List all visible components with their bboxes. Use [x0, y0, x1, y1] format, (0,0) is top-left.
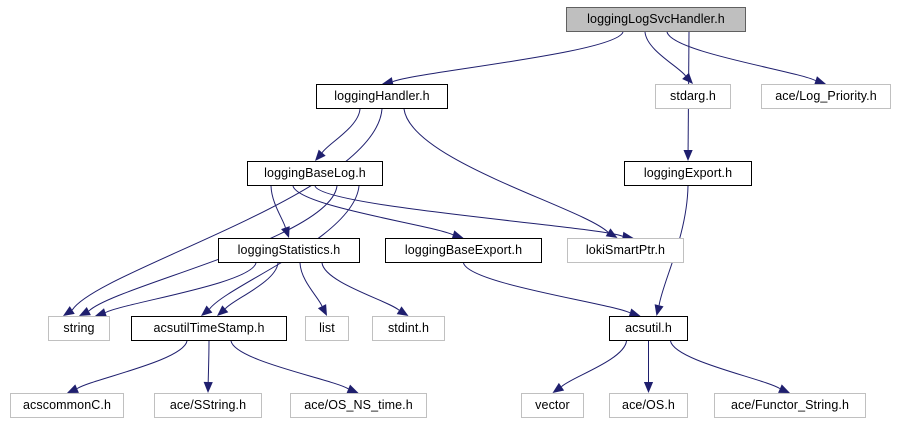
graph-node-label: loggingExport.h — [643, 166, 733, 181]
graph-node-stdarg[interactable]: stdarg.h — [655, 84, 731, 109]
graph-edge-arrowhead — [605, 228, 618, 238]
graph-node-label: loggingStatistics.h — [237, 243, 341, 258]
graph-edge-acsutil-to-aceFunctorString — [670, 340, 781, 390]
graph-edge-acsutil-to-vector — [561, 340, 627, 388]
graph-node-vector[interactable]: vector — [521, 393, 584, 418]
graph-edge-arrowhead — [643, 382, 654, 393]
graph-edge-loggingHandler-to-lokiSmartPtr — [403, 108, 609, 233]
graph-node-loggingLogSvcHandler[interactable]: loggingLogSvcHandler.h — [566, 7, 746, 32]
graph-edge-loggingBaseLog-to-lokiSmartPtr — [314, 185, 623, 237]
graph-edge-loggingBaseLog-to-loggingBaseExport — [292, 185, 454, 236]
graph-node-label: acsutil.h — [625, 321, 672, 336]
graph-edge-arrowhead — [203, 381, 213, 393]
graph-node-aceOSNStime[interactable]: ace/OS_NS_time.h — [290, 393, 427, 418]
graph-edge-arrowhead — [281, 226, 290, 238]
graph-edge-loggingStatistics-to-acsutilTimeStamp — [224, 262, 279, 310]
graph-edge-loggingBaseExport-to-acsutil — [463, 262, 631, 314]
graph-node-label: loggingBaseExport.h — [404, 243, 523, 258]
graph-node-label: ace/OS.h — [622, 398, 675, 413]
graph-edge-arrowhead — [346, 384, 359, 394]
graph-node-label: loggingLogSvcHandler.h — [587, 12, 725, 27]
graph-node-loggingStatistics[interactable]: loggingStatistics.h — [218, 238, 360, 263]
graph-edge-arrowhead — [683, 149, 693, 161]
graph-node-label: lokiSmartPtr.h — [585, 243, 666, 258]
graph-edge-loggingBaseLog-to-loggingStatistics — [270, 185, 286, 228]
graph-edge-arrowhead — [315, 149, 326, 161]
graph-node-aceOS[interactable]: ace/OS.h — [609, 393, 688, 418]
graph-node-label: stdint.h — [387, 321, 430, 336]
graph-node-label: stdarg.h — [670, 89, 716, 104]
graph-edge-arrowhead — [79, 306, 91, 316]
graph-node-acsutilTimeStamp[interactable]: acsutilTimeStamp.h — [131, 316, 287, 341]
graph-node-loggingExport[interactable]: loggingExport.h — [624, 161, 752, 186]
graph-edge-loggingLogSvcHandler-to-stdarg — [644, 31, 686, 77]
graph-node-acscommonC[interactable]: acscommonC.h — [10, 393, 124, 418]
graph-node-label: loggingBaseLog.h — [264, 166, 366, 181]
graph-node-label: ace/OS_NS_time.h — [304, 398, 413, 413]
graph-node-label: string — [63, 321, 95, 336]
graph-node-lokiSmartPtr[interactable]: lokiSmartPtr.h — [567, 238, 684, 263]
graph-node-label: ace/SString.h — [169, 398, 247, 413]
graph-edge-loggingLogSvcHandler-to-loggingHandler — [392, 31, 624, 83]
graph-node-stdint[interactable]: stdint.h — [372, 316, 445, 341]
graph-edge-loggingHandler-to-loggingBaseLog — [321, 108, 361, 153]
graph-node-label: list — [319, 321, 335, 336]
graph-edge-arrowhead — [217, 305, 229, 316]
graph-node-label: loggingHandler.h — [334, 89, 430, 104]
graph-node-loggingHandler[interactable]: loggingHandler.h — [316, 84, 448, 109]
graph-edge-loggingLogSvcHandler-to-aceLogPriority — [666, 31, 816, 82]
graph-edge-loggingStatistics-to-list — [299, 262, 323, 307]
graph-edge-loggingStatistics-to-stdint — [321, 262, 400, 311]
graph-node-loggingBaseLog[interactable]: loggingBaseLog.h — [247, 161, 383, 186]
graph-edge-arrowhead — [682, 72, 693, 84]
graph-edge-arrowhead — [201, 305, 213, 316]
graph-node-label: acscommonC.h — [22, 398, 112, 413]
graph-edge-arrowhead — [396, 306, 409, 316]
graph-node-label: acsutilTimeStamp.h — [153, 321, 265, 336]
graph-edge-arrowhead — [778, 384, 790, 393]
graph-node-label: vector — [535, 398, 570, 413]
graph-node-list[interactable]: list — [305, 316, 349, 341]
graph-node-aceLogPriority[interactable]: ace/Log_Priority.h — [761, 84, 891, 109]
graph-node-label: ace/Log_Priority.h — [775, 89, 877, 104]
graph-node-loggingBaseExport[interactable]: loggingBaseExport.h — [385, 238, 542, 263]
graph-node-label: ace/Functor_String.h — [730, 398, 850, 413]
graph-edge-arrowhead — [63, 306, 75, 316]
graph-edge-acsutilTimeStamp-to-aceSString — [207, 340, 210, 383]
graph-node-aceFunctorString[interactable]: ace/Functor_String.h — [714, 393, 866, 418]
graph-edge-loggingHandler-to-string — [71, 108, 383, 311]
graph-node-string[interactable]: string — [48, 316, 110, 341]
graph-edge-arrowhead — [67, 384, 79, 393]
graph-node-acsutil[interactable]: acsutil.h — [609, 316, 688, 341]
graph-edge-acsutilTimeStamp-to-acscommonC — [76, 340, 188, 390]
graph-node-aceSString[interactable]: ace/SString.h — [154, 393, 262, 418]
graph-edge-arrowhead — [552, 382, 565, 393]
graph-edge-acsutilTimeStamp-to-aceOSNStime — [230, 340, 349, 390]
graph-edge-loggingStatistics-to-string — [105, 262, 257, 314]
graph-edge-arrowhead — [654, 304, 664, 316]
graph-edge-arrowhead — [317, 304, 327, 316]
